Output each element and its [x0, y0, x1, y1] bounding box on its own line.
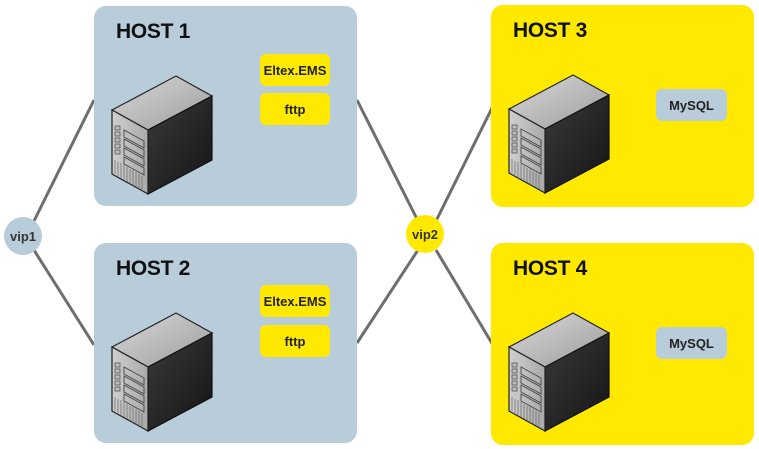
vip2-node[interactable]: vip2 [406, 215, 444, 253]
link-host1-vip2 [355, 99, 420, 222]
service-fttp[interactable]: fttp [260, 93, 330, 125]
link-vip1-host2 [30, 246, 96, 346]
link-host2-vip2 [355, 249, 420, 344]
host-title: HOST 4 [513, 257, 588, 280]
service-mysql[interactable]: MySQL [656, 327, 727, 359]
server-icon [104, 305, 224, 435]
host-4[interactable]: HOST 4 MySQL [491, 243, 754, 445]
server-icon [501, 305, 621, 435]
service-mysql[interactable]: MySQL [656, 89, 727, 121]
vip1-node[interactable]: vip1 [4, 217, 42, 255]
service-eltex-ems[interactable]: Eltex.EMS [260, 285, 330, 317]
link-vip2-host4 [434, 249, 495, 346]
link-vip2-host3 [434, 105, 495, 222]
host-1[interactable]: HOST 1 Eltex.EMS fttp [94, 6, 357, 206]
service-eltex-ems[interactable]: Eltex.EMS [260, 54, 330, 86]
service-fttp[interactable]: fttp [260, 325, 330, 357]
server-icon [104, 68, 224, 198]
host-3[interactable]: HOST 3 MySQL [491, 5, 754, 207]
host-title: HOST 3 [513, 19, 588, 42]
host-2[interactable]: HOST 2 Eltex.EMS fttp [94, 243, 357, 443]
server-icon [501, 67, 621, 197]
host-title: HOST 2 [116, 257, 191, 280]
link-vip1-host1 [30, 99, 96, 226]
host-title: HOST 1 [116, 20, 191, 43]
